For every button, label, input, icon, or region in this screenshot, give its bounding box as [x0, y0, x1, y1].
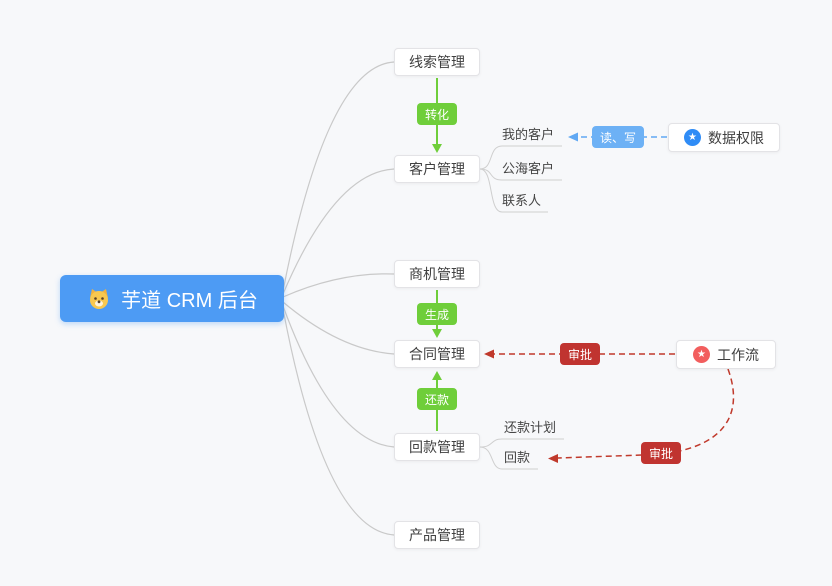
topic-products[interactable]: 产品管理 — [394, 521, 480, 549]
edge-root-products — [282, 308, 395, 536]
edge-label-repay[interactable]: 还款 — [417, 388, 458, 410]
side-node-label: 工作流 — [717, 346, 759, 363]
root-label: 芋道 CRM 后台 — [121, 290, 258, 312]
child-public-customers[interactable]: 公海客户 — [502, 161, 555, 176]
arrow-repay-head — [432, 371, 442, 380]
edge-customers-my-customers — [479, 145, 562, 170]
edge-receivables-receivable — [479, 446, 538, 470]
star-icon: ★ — [684, 129, 701, 146]
edge-customers-contacts — [479, 168, 548, 213]
topic-label: 客户管理 — [409, 161, 465, 177]
arrow-read-write-head — [568, 132, 578, 142]
arrow-convert-head — [432, 144, 442, 153]
topic-contracts[interactable]: 合同管理 — [394, 340, 480, 368]
edge-label-approve-contract[interactable]: 审批 — [560, 343, 601, 365]
topic-label: 产品管理 — [409, 527, 465, 543]
topic-opportunities[interactable]: 商机管理 — [394, 260, 480, 288]
edge-label-approve-receivable[interactable]: 审批 — [641, 442, 682, 464]
edge-root-contracts — [282, 301, 395, 355]
side-node-label: 数据权限 — [708, 129, 764, 146]
edge-customers-public-customers — [479, 168, 562, 181]
edge-label-read-write[interactable]: 读、写 — [592, 126, 645, 148]
topic-label: 合同管理 — [409, 346, 465, 362]
child-contacts[interactable]: 联系人 — [502, 193, 542, 208]
arrow-approve-receivable-line — [557, 368, 735, 459]
topic-customers[interactable]: 客户管理 — [394, 155, 480, 183]
root-node-crm[interactable]: 芋道 CRM 后台 — [60, 275, 284, 322]
edge-root-customers — [282, 168, 395, 295]
topic-receivables[interactable]: 回款管理 — [394, 433, 480, 461]
topic-leads[interactable]: 线索管理 — [394, 48, 480, 76]
edge-root-receivables — [282, 305, 395, 448]
edge-root-opportunities — [282, 273, 395, 298]
arrow-approve-contract-head — [484, 349, 494, 359]
child-my-customers[interactable]: 我的客户 — [502, 127, 555, 142]
topic-label: 回款管理 — [409, 439, 465, 455]
topic-label: 线索管理 — [409, 54, 465, 70]
arrow-approve-receivable-head — [548, 454, 558, 463]
edge-root-leads — [282, 61, 395, 292]
node-data-permission[interactable]: ★ 数据权限 — [668, 123, 780, 152]
node-workflow[interactable]: ★ 工作流 — [676, 340, 776, 369]
topic-label: 商机管理 — [409, 266, 465, 282]
child-receivable[interactable]: 回款 — [504, 450, 531, 465]
child-repayment-plan[interactable]: 还款计划 — [504, 420, 557, 435]
dog-face-icon — [86, 286, 112, 312]
arrow-generate-head — [432, 329, 442, 338]
star-icon: ★ — [693, 346, 710, 363]
edge-label-generate[interactable]: 生成 — [417, 303, 458, 325]
edge-receivables-repayment-plan — [479, 438, 564, 448]
edge-label-convert[interactable]: 转化 — [417, 103, 458, 125]
